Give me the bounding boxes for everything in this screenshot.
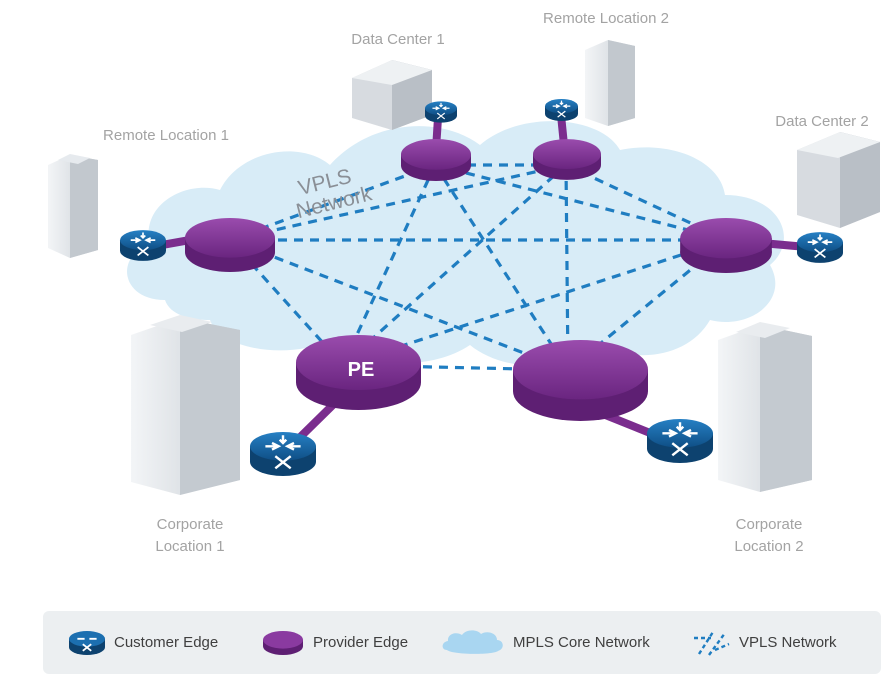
pe-label: PE [348,359,375,381]
legend-vpls-network-label: VPLS Network [739,634,837,651]
customer-edge-corporate-location-2-icon [645,417,715,465]
provider-edge-remote-location-1-icon [185,218,275,272]
provider-edge-remote-location-2-icon [533,139,601,180]
customer-edge-data-center-2-icon [796,231,844,264]
mpls-cloud-icon [442,629,503,654]
vpls-link [341,164,437,366]
label-corporate-location-1-line-1: Corporate [157,516,224,533]
vpls-link [342,238,728,367]
data-center-1-server-icon [352,60,432,130]
legend-mpls-core-network-label: MPLS Core Network [513,634,650,651]
label-data-center-2: Data Center 2 [775,113,868,130]
legend-vpls-network: VPLS Network [691,611,837,674]
corporate-location-2-building-icon [718,322,812,492]
label-corporate-location-2-line-2: Location 2 [734,538,803,555]
provider-edge-data-center-2-icon [680,218,772,273]
legend-customer-edge-label: Customer Edge [114,634,219,651]
label-corporate-location-1-line-2: Location 1 [155,538,224,555]
provider-edge-data-center-1-icon [401,139,471,181]
data-center-2-server-icon [797,132,880,228]
legend-provider-edge: Provider Edge [261,611,408,674]
label-remote-location-2: Remote Location 2 [543,10,669,27]
customer-edge-remote-location-1-icon [119,229,167,262]
provider-edge-corporate-location-2-icon [513,340,648,421]
customer-edge-icon [69,630,105,655]
mpls-core-cloud [127,121,784,366]
label-remote-location-1: Remote Location 1 [103,127,229,144]
customer-edge-data-center-1-icon [424,100,458,124]
vpls-network-diagram: PE VPLS Network Data Center 1 Remote Loc… [48,10,880,555]
legend-customer-edge: Customer Edge [68,611,218,674]
label-corporate-location-2-line-1: Corporate [736,516,803,533]
customer-edge-corporate-location-1-icon [248,430,318,478]
vpls-network-icon [694,630,730,656]
vpls-link [433,164,570,371]
remote-location-1-building-icon [48,154,98,258]
legend-mpls-core-network: MPLS Core Network [441,611,650,674]
customer-edge-remote-location-2-icon [544,98,579,122]
remote-location-2-building-icon [585,40,635,126]
vpls-link [228,238,345,367]
legend-provider-edge-label: Provider Edge [313,634,409,651]
vpls-link [564,164,570,371]
label-data-center-1: Data Center 1 [351,31,444,48]
vpls-link [434,163,728,242]
vpls-link [341,163,568,367]
legend: Customer Edge Provider Edge MPLS Core Ne… [43,611,881,674]
corporate-location-1-building-icon [131,315,240,495]
vpls-link [229,238,569,372]
provider-edge-icon [263,630,303,655]
